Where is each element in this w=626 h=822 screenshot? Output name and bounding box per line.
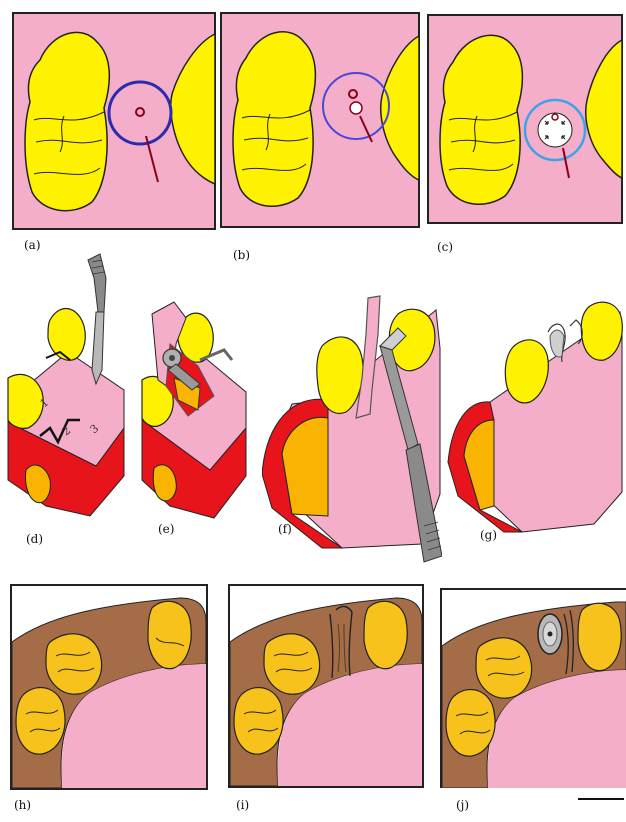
- caption-j: (j): [456, 798, 469, 812]
- healed-socket: [550, 330, 564, 357]
- molar-2: [264, 634, 320, 694]
- caption-e: (e): [158, 522, 174, 536]
- caption-i: (i): [236, 798, 249, 812]
- panel-d: 1 2 3: [6, 252, 142, 524]
- panel-g: [444, 296, 624, 544]
- canine: [578, 603, 621, 670]
- caption-h: (h): [14, 798, 31, 812]
- molar-1: [234, 687, 283, 754]
- scalpel-blade: [92, 312, 104, 384]
- canine: [148, 601, 191, 668]
- panel-a: [12, 12, 216, 230]
- panel-e: [140, 300, 256, 522]
- caption-c: (c): [437, 240, 453, 254]
- panel-b: [220, 12, 420, 228]
- caption-a: (a): [24, 238, 41, 252]
- caption-g: (g): [480, 528, 497, 542]
- molar-2: [46, 634, 102, 694]
- implant-screw: [169, 355, 175, 361]
- molar-1: [16, 687, 65, 754]
- scalpel-handle: [88, 254, 106, 312]
- panel-j-baseline: [578, 798, 624, 800]
- molar-2: [476, 638, 532, 698]
- caption-d: (d): [26, 532, 43, 546]
- panel-j: [440, 588, 626, 788]
- implant-screw-icon: [548, 632, 553, 637]
- panel-h: [10, 584, 208, 790]
- caption-b: (b): [233, 248, 250, 262]
- panel-c: [427, 14, 623, 224]
- canine: [364, 601, 407, 668]
- punch-opening: [538, 113, 572, 147]
- molar-1: [446, 689, 495, 756]
- punch-opening: [350, 102, 362, 114]
- tooth-back: [48, 309, 85, 361]
- molar-tooth: [233, 32, 315, 207]
- panel-i: [228, 584, 424, 788]
- caption-f: (f): [278, 522, 292, 536]
